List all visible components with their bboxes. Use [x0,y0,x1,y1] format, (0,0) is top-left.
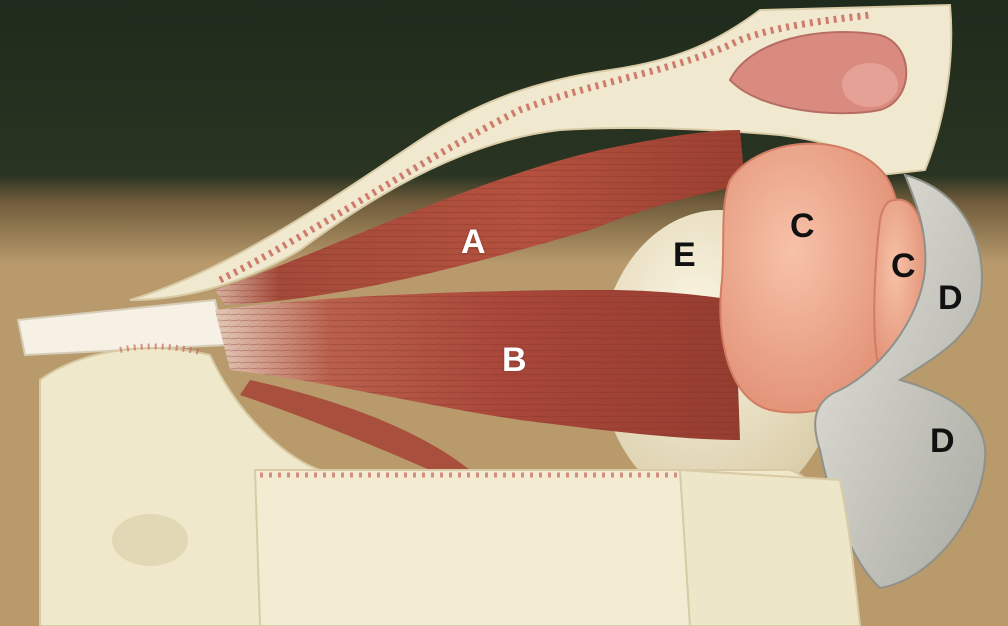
label-d-upper: D [938,279,963,317]
label-b: B [502,341,527,379]
label-d-lower: D [930,422,955,460]
label-e: E [673,236,696,274]
label-c-upper: C [790,207,815,245]
label-c-lower: C [891,247,916,285]
label-a: A [461,223,486,261]
